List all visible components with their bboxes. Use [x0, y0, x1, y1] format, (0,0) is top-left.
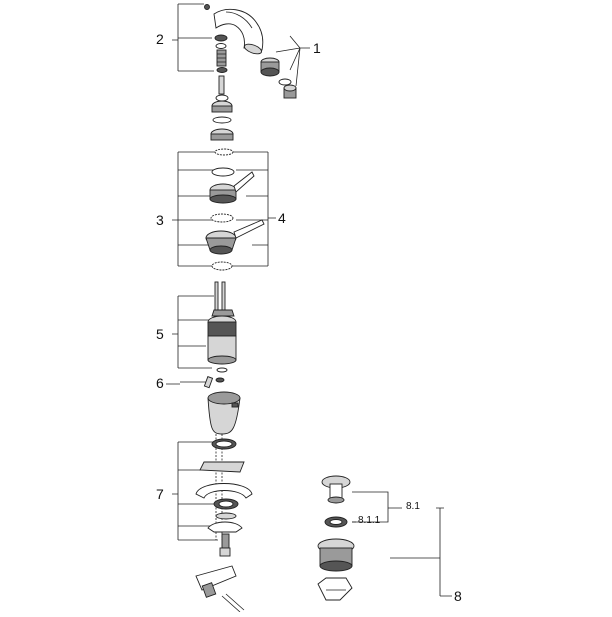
callout-4: 4	[278, 210, 286, 226]
callout-6: 6	[156, 375, 164, 391]
callout-2: 2	[156, 31, 164, 47]
callout-8: 8	[454, 588, 462, 604]
pin-part	[203, 376, 225, 389]
mixer-body	[207, 391, 241, 435]
aerator-parts	[260, 57, 297, 99]
callout-1: 1	[313, 40, 321, 56]
callout-8-1-1: 8.1.1	[358, 515, 381, 526]
handle-assembly	[205, 148, 265, 271]
shaft-stack	[210, 75, 234, 141]
spout-seal-parts	[214, 34, 228, 73]
callout-8-1: 8.1	[406, 501, 420, 512]
spout	[204, 4, 264, 55]
hose-and-mounting	[195, 434, 253, 613]
drain-assembly	[317, 475, 355, 601]
callout-3: 3	[156, 212, 164, 228]
callout-7: 7	[156, 486, 164, 502]
cartridge	[207, 281, 237, 373]
callout-5: 5	[156, 326, 164, 342]
